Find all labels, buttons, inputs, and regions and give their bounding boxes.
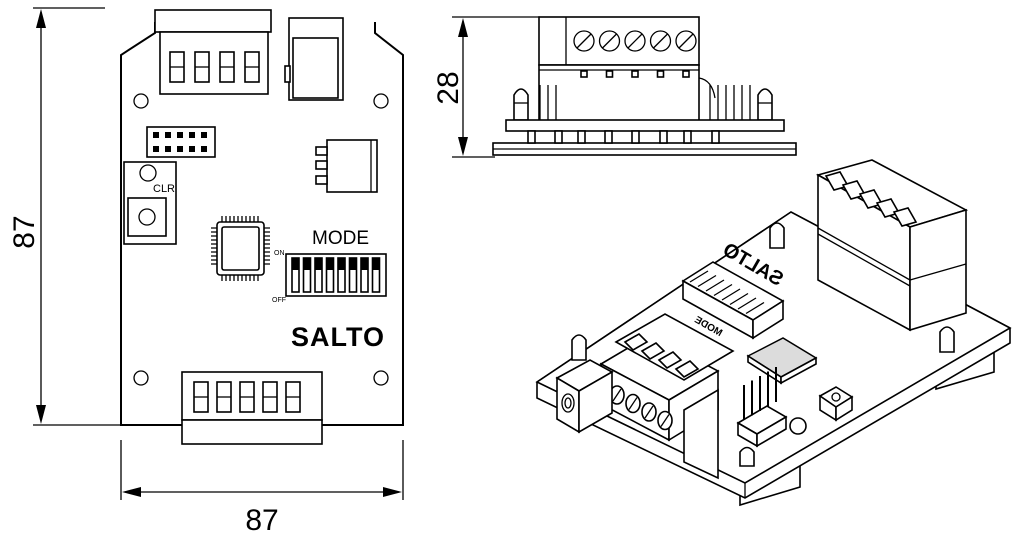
height-dimension-label: 87 xyxy=(8,215,41,248)
width-dimension: 87 xyxy=(120,440,404,536)
iso-pin-header xyxy=(736,367,788,448)
isometric-view: SALTO MODE xyxy=(535,159,1012,507)
front-view: 87 xyxy=(8,7,404,536)
mount-hole-top-left xyxy=(133,93,149,109)
iso-terminal-front xyxy=(599,313,735,480)
iso-microcontroller xyxy=(746,337,818,385)
mount-hole-bottom-left xyxy=(133,370,149,386)
iso-terminal-back xyxy=(815,159,969,332)
clr-button-block: CLR xyxy=(123,161,177,245)
mount-hole-bottom-right xyxy=(373,370,389,386)
side-height-label: 28 xyxy=(432,71,465,104)
brand-logo: SALTO xyxy=(291,322,385,352)
iso-dip-switch xyxy=(681,261,785,340)
top-terminal-connector xyxy=(154,9,272,95)
pin-header xyxy=(146,126,216,158)
dip-off-label: OFF xyxy=(272,297,286,304)
height-dimension: 87 xyxy=(8,7,120,426)
mode-label: MODE xyxy=(312,228,369,249)
bottom-terminal-connector xyxy=(181,371,323,445)
iso-power-jack xyxy=(555,359,614,434)
side-height-dimension: 28 xyxy=(432,16,540,158)
width-dimension-label: 87 xyxy=(245,504,278,536)
mode-dip-switch: MODE ON OFF xyxy=(272,228,387,304)
dip-on-label: ON xyxy=(274,250,285,257)
power-jack xyxy=(284,17,344,101)
microcontroller-chip xyxy=(211,216,270,281)
side-view: 28 xyxy=(432,16,797,158)
mount-hole-top-right xyxy=(373,93,389,109)
clr-label: CLR xyxy=(153,183,175,195)
voltage-regulator xyxy=(315,139,378,193)
